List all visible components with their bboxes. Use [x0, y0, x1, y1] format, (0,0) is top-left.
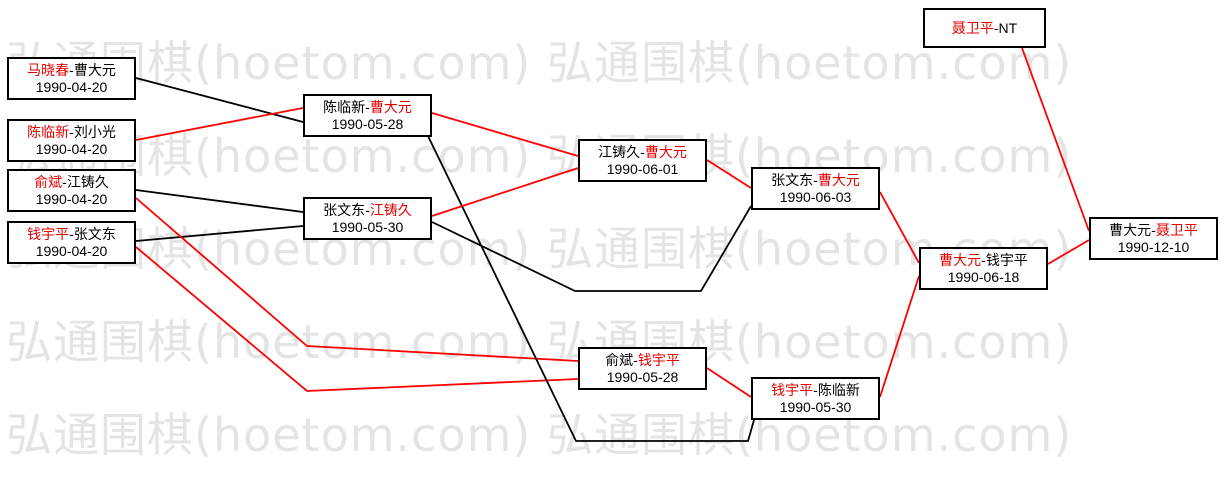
- connector-m6-m8-red: [706, 159, 752, 189]
- match-box-6[interactable]: 江铸久-曹大元 1990-06-01: [578, 139, 707, 182]
- player-name: 江铸久: [66, 174, 109, 190]
- match-players: 马晓春-曹大元: [9, 61, 134, 79]
- player-name: 钱宇平: [27, 226, 70, 242]
- match-box-8[interactable]: 张文东-曹大元 1990-06-03: [751, 167, 880, 210]
- match-players: 俞斌-钱宇平: [580, 351, 705, 369]
- match-players: 张文东-曹大元: [753, 171, 878, 189]
- connector-m2-m7-red: [135, 197, 579, 362]
- match-box-3[interactable]: 钱宇平-张文东 1990-04-20: [7, 221, 136, 264]
- player-name: 钱宇平: [985, 252, 1028, 268]
- match-date: 1990-05-30: [779, 399, 852, 415]
- player-name: 江铸久: [369, 202, 412, 218]
- match-date: 1990-05-28: [606, 369, 679, 385]
- dash: -: [640, 144, 645, 160]
- watermark-row: 弘通围棋(hoetom.com) 弘通围棋(hoetom.com): [6, 408, 1073, 462]
- connector-m4-m6-red: [431, 112, 579, 157]
- match-date: 1990-04-20: [35, 79, 108, 95]
- match-players: 聂卫平-NT: [952, 19, 1017, 37]
- dash: -: [1151, 222, 1156, 238]
- player-name: 张文东: [771, 172, 814, 188]
- player-name: 曹大元: [369, 99, 412, 115]
- match-players: 钱宇平-陈临新: [753, 381, 878, 399]
- match-players: 曹大元-聂卫平: [1091, 221, 1216, 239]
- connector-m7-m9-red: [706, 367, 752, 398]
- player-name: 钱宇平: [637, 352, 680, 368]
- dash: -: [981, 252, 986, 268]
- player-name: 钱宇平: [771, 382, 814, 398]
- connector-m11-m12-red: [1021, 47, 1090, 232]
- connector-m5-m6-red: [431, 167, 579, 217]
- match-box-4[interactable]: 陈临新-曹大元 1990-05-28: [303, 94, 432, 137]
- match-date: 1990-06-18: [947, 269, 1020, 285]
- connector-m10-m12-red: [1047, 239, 1090, 265]
- match-date: 1990-12-10: [1117, 239, 1190, 255]
- match-box-5[interactable]: 张文东-江铸久 1990-05-30: [303, 197, 432, 240]
- player-name: 陈临新: [27, 124, 70, 140]
- watermark-row: 弘通围棋(hoetom.com) 弘通围棋(hoetom.com): [6, 129, 1073, 183]
- match-players: 陈临新-刘小光: [9, 123, 134, 141]
- dash: -: [813, 382, 818, 398]
- match-box-1[interactable]: 陈临新-刘小光 1990-04-20: [7, 119, 136, 162]
- match-players: 曹大元-钱宇平: [921, 251, 1046, 269]
- dash: -: [62, 174, 67, 190]
- match-box-2[interactable]: 俞斌-江铸久 1990-04-20: [7, 169, 136, 212]
- dash: -: [69, 124, 74, 140]
- player-name: 曹大元: [1109, 222, 1152, 238]
- match-box-0[interactable]: 马晓春-曹大元 1990-04-20: [7, 57, 136, 100]
- player-name: 曹大元: [644, 144, 687, 160]
- match-box-12[interactable]: 曹大元-聂卫平 1990-12-10: [1089, 217, 1218, 260]
- player-name: 张文东: [323, 202, 366, 218]
- match-date: 1990-05-28: [331, 116, 404, 132]
- player-name: 曹大元: [817, 172, 860, 188]
- watermark-row: 弘通围棋(hoetom.com) 弘通围棋(hoetom.com): [6, 36, 1073, 90]
- player-name: 聂卫平: [951, 20, 994, 36]
- match-date: 1990-05-30: [331, 219, 404, 235]
- connector-m3-m5-black: [135, 225, 304, 242]
- dash: -: [69, 226, 74, 242]
- dash: -: [633, 352, 638, 368]
- player-name: 俞斌: [34, 174, 63, 190]
- connector-m8-m10-red: [879, 191, 920, 264]
- connector-m0-m4-black: [135, 77, 304, 123]
- player-name: 曹大元: [939, 252, 982, 268]
- watermark-row: 弘通围棋(hoetom.com) 弘通围棋(hoetom.com): [6, 222, 1073, 276]
- player-name: 张文东: [73, 226, 116, 242]
- match-date: 1990-06-01: [606, 161, 679, 177]
- match-box-9[interactable]: 钱宇平-陈临新 1990-05-30: [751, 377, 880, 420]
- match-date: 1990-06-03: [779, 189, 852, 205]
- dash: -: [813, 172, 818, 188]
- connector-m2-m5-black: [135, 189, 304, 213]
- dash: -: [993, 20, 999, 36]
- match-box-11[interactable]: 聂卫平-NT: [923, 8, 1046, 48]
- match-players: 陈临新-曹大元: [305, 98, 430, 116]
- connector-m9-m10-red: [879, 275, 920, 398]
- connector-m3-m7-red: [135, 246, 579, 392]
- dash: -: [365, 202, 370, 218]
- player-name: 俞斌: [605, 352, 634, 368]
- player-name: 陈临新: [323, 99, 366, 115]
- connector-m4-m9-black: [427, 135, 755, 442]
- match-box-7[interactable]: 俞斌-钱宇平 1990-05-28: [578, 347, 707, 390]
- match-players: 钱宇平-张文东: [9, 225, 134, 243]
- player-name: 刘小光: [73, 124, 116, 140]
- watermark-row: 弘通围棋(hoetom.com) 弘通围棋(hoetom.com): [6, 315, 1073, 369]
- match-date: 1990-04-20: [35, 141, 108, 157]
- match-date: 1990-04-20: [35, 243, 108, 259]
- match-players: 江铸久-曹大元: [580, 143, 705, 161]
- player-name: 曹大元: [73, 62, 116, 78]
- match-players: 俞斌-江铸久: [9, 173, 134, 191]
- connector-m1-m4-red: [135, 107, 304, 141]
- player-name: 聂卫平: [1155, 222, 1198, 238]
- connector-m5-m8-black: [431, 205, 752, 292]
- dash: -: [69, 62, 74, 78]
- player-name: 马晓春: [27, 62, 70, 78]
- match-players: 张文东-江铸久: [305, 201, 430, 219]
- match-box-10[interactable]: 曹大元-钱宇平 1990-06-18: [919, 247, 1048, 290]
- match-date: 1990-04-20: [35, 191, 108, 207]
- player-name: NT: [998, 20, 1018, 36]
- player-name: 江铸久: [598, 144, 641, 160]
- dash: -: [365, 99, 370, 115]
- player-name: 陈临新: [817, 382, 860, 398]
